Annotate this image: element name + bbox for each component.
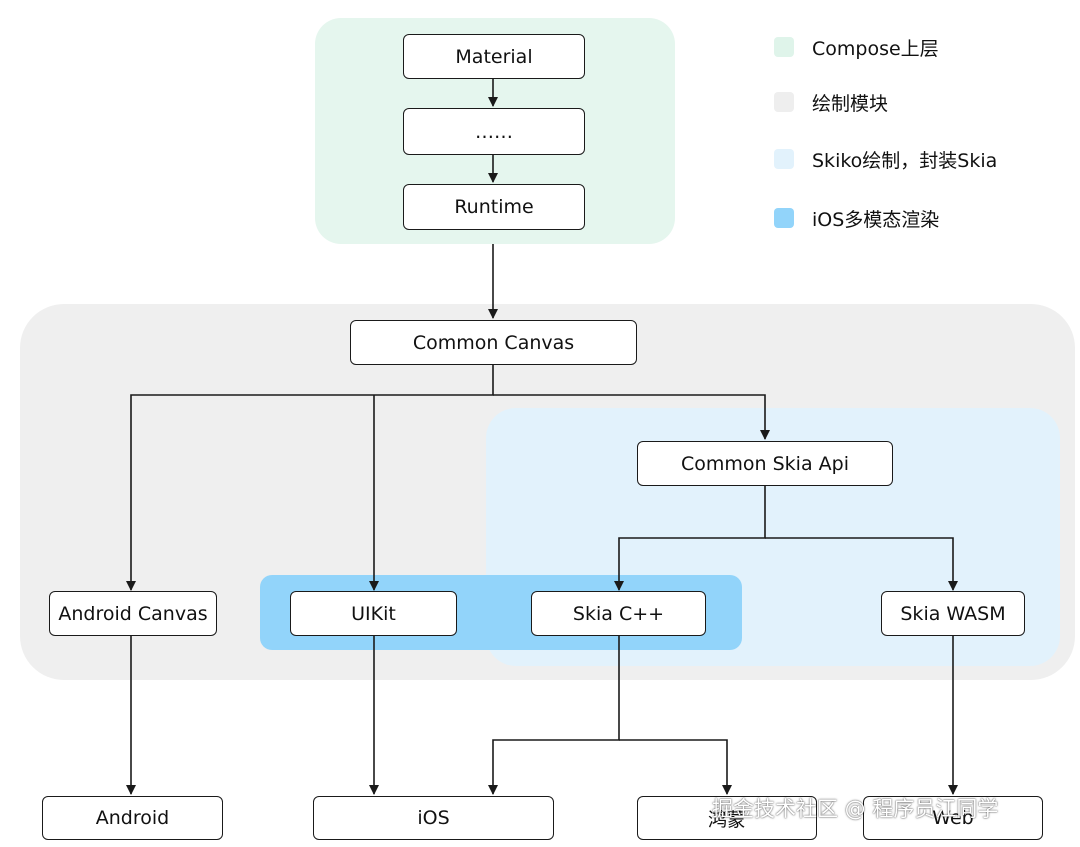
node-ellipsis-label: …… <box>475 120 513 143</box>
node-common-skia-api: Common Skia Api <box>637 441 893 486</box>
watermark: 掘金技术社区 @ 程序员江同学 <box>712 797 999 821</box>
edge-skia-cpp-hongmeng <box>619 739 732 795</box>
legend-label-compose: Compose上层 <box>812 37 939 60</box>
edge-common-skia-api-skia-wasm <box>765 537 958 591</box>
node-material: Material <box>403 34 585 79</box>
node-web-label: Web <box>932 807 974 829</box>
legend-label-ios: iOS多模态渲染 <box>812 208 940 231</box>
node-ellipsis: …… <box>403 108 585 155</box>
node-android: Android <box>42 796 223 840</box>
node-android-label: Android <box>95 807 170 829</box>
node-uikit: UIKit <box>290 591 457 636</box>
node-hongmeng: 鸿蒙 <box>637 796 817 840</box>
edge-common-canvas-android-canvas <box>126 365 494 591</box>
node-common-skia-api-label: Common Skia Api <box>681 452 849 475</box>
node-skia-cpp-label: Skia C++ <box>572 602 665 625</box>
edge-common-canvas-common-skia-api <box>493 394 770 440</box>
node-web: Web <box>863 796 1043 840</box>
node-common-canvas-label: Common Canvas <box>412 331 575 354</box>
node-android-canvas: Android Canvas <box>49 591 217 636</box>
legend-item-skiko: Skiko绘制，封装Skia <box>774 144 997 174</box>
node-runtime-label: Runtime <box>454 196 534 218</box>
legend-item-compose: Compose上层 <box>774 32 939 62</box>
legend-swatch-skiko <box>774 149 794 169</box>
legend-item-drawing: 绘制模块 <box>774 87 888 117</box>
node-skia-wasm: Skia WASM <box>881 591 1025 636</box>
node-hongmeng-label: 鸿蒙 <box>707 808 746 831</box>
legend-swatch-compose <box>774 37 794 57</box>
legend-label-skiko: Skiko绘制，封装Skia <box>812 149 998 172</box>
edge-skia-cpp-ios <box>488 636 620 795</box>
node-ios: iOS <box>313 796 554 840</box>
node-skia-wasm-label: Skia WASM <box>900 602 1006 625</box>
node-material-label: Material <box>455 45 533 68</box>
legend-item-ios: iOS多模态渲染 <box>774 203 939 233</box>
node-common-canvas: Common Canvas <box>350 320 637 365</box>
node-android-canvas-label: Android Canvas <box>58 602 208 625</box>
legend-label-drawing: 绘制模块 <box>812 92 889 115</box>
legend-swatch-ios <box>774 208 794 228</box>
node-uikit-label: UIKit <box>351 602 396 625</box>
node-ios-label: iOS <box>417 807 450 829</box>
legend-swatch-drawing <box>774 92 794 112</box>
node-skia-cpp: Skia C++ <box>531 591 706 636</box>
node-runtime: Runtime <box>403 184 585 230</box>
edge-common-skia-api-skia-cpp <box>614 486 766 591</box>
